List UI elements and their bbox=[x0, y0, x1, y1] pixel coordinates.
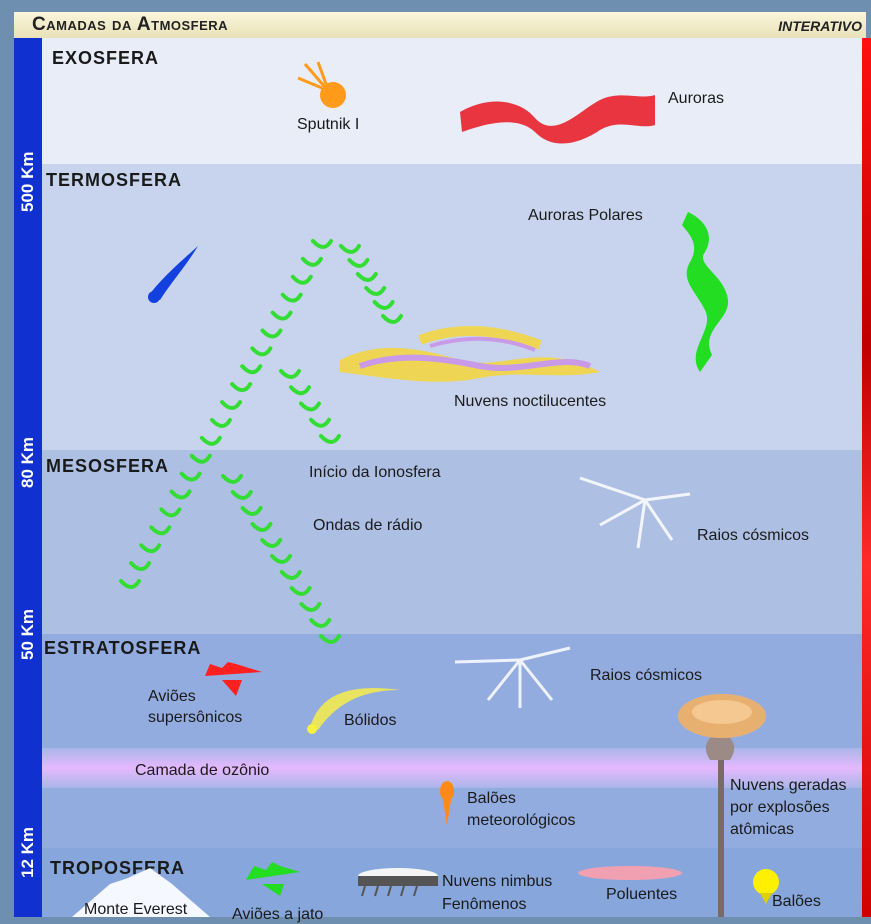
label-monte-everest: Monte Everest bbox=[84, 901, 187, 919]
label-avioes-supersonicos-2: supersônicos bbox=[148, 709, 242, 727]
label-baloes-meteo-1: Balões bbox=[467, 790, 516, 808]
aurora-icon bbox=[460, 95, 655, 144]
cosmic-rays-meso-icon bbox=[580, 478, 690, 548]
radio-waves-icon bbox=[121, 241, 401, 642]
label-baloes-meteo-2: meteorológicos bbox=[467, 812, 576, 830]
label-nuvens-nimbus: Nuvens nimbus bbox=[442, 873, 552, 891]
label-fenomenos: Fenômenos bbox=[442, 896, 527, 914]
label-avioes-supersonicos-1: Aviões bbox=[148, 688, 196, 706]
label-poluentes: Poluentes bbox=[606, 886, 677, 904]
label-auroras: Auroras bbox=[668, 90, 724, 108]
label-raios-cosmicos-estrato: Raios cósmicos bbox=[590, 667, 702, 685]
label-auroras-polares: Auroras Polares bbox=[528, 207, 643, 225]
label-baloes: Balões bbox=[772, 893, 821, 911]
label-avioes-jato: Aviões a jato bbox=[232, 906, 323, 924]
polar-aurora-icon bbox=[682, 212, 728, 372]
label-nuvens-explosoes-2: por explosões bbox=[730, 799, 830, 817]
meteor-icon bbox=[148, 246, 198, 303]
jet-airplane-icon bbox=[246, 862, 300, 896]
label-bolidos: Bólidos bbox=[344, 712, 396, 730]
supersonic-jet-icon bbox=[205, 662, 262, 696]
label-sputnik: Sputnik I bbox=[297, 116, 359, 134]
label-raios-cosmicos-meso: Raios cósmicos bbox=[697, 527, 809, 545]
label-camada-ozonio: Camada de ozônio bbox=[135, 762, 269, 780]
nimbus-cloud-icon bbox=[358, 868, 438, 896]
cosmic-rays-strato-icon bbox=[455, 648, 570, 708]
label-nuvens-noctilucentes: Nuvens noctilucentes bbox=[454, 393, 606, 411]
label-nuvens-explosoes-3: atômicas bbox=[730, 821, 794, 839]
weather-balloon-icon bbox=[440, 781, 454, 826]
label-nuvens-explosoes-1: Nuvens geradas bbox=[730, 777, 847, 795]
sputnik-icon bbox=[298, 62, 346, 108]
pollutants-icon bbox=[578, 866, 682, 880]
noctilucent-clouds-icon bbox=[340, 331, 600, 382]
label-inicio-ionosfera: Início da Ionosfera bbox=[309, 464, 441, 482]
label-ondas-radio: Ondas de rádio bbox=[313, 517, 422, 535]
